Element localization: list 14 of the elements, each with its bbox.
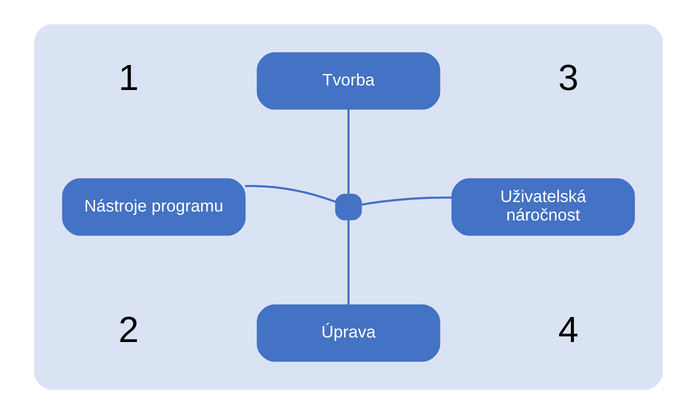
connector <box>361 196 452 206</box>
label: 4 <box>558 308 578 350</box>
connector <box>347 220 350 305</box>
label: 1 <box>118 56 139 98</box>
connector <box>347 109 350 194</box>
label: 3 <box>558 56 578 98</box>
node-box: Nástroje programu <box>62 178 246 236</box>
cluster <box>34 24 663 390</box>
node-box: Úprava <box>256 304 440 362</box>
node-box: Uživatelská náročnost <box>451 178 635 236</box>
node-box <box>335 194 362 220</box>
node-box: Tvorba <box>256 52 440 110</box>
label: 2 <box>118 308 139 350</box>
connector <box>245 184 336 203</box>
